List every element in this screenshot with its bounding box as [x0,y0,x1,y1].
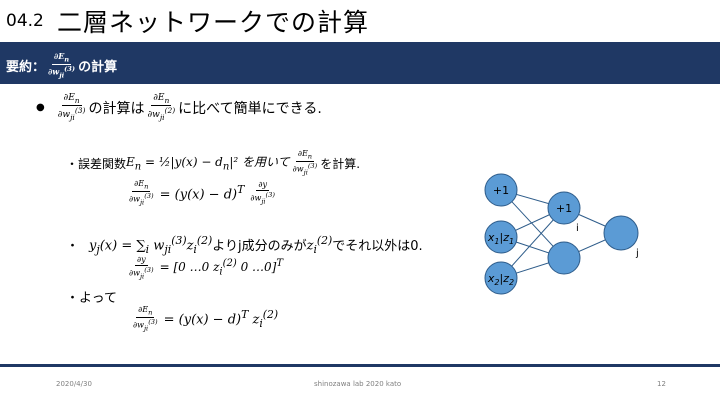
equation-1: ∂En ∂wji(3) = (y(x) − d)T ∂y ∂wji(3) [129,179,275,207]
section-number: 04.2 [6,11,44,31]
input-x1-label: x1|z1 [487,231,514,246]
eq1-rhs-fraction: ∂y ∂wji(3) [250,180,275,206]
summary-fraction: ∂En ∂wji(3) [48,51,76,80]
input-x2-node [484,261,518,295]
hidden-bias-node [547,191,581,225]
input-x2-label: x2|z2 [487,272,514,287]
main-bullet: ● ∂En ∂wji(3) の計算は ∂En ∂wji(2) に比べて簡単にでき… [36,94,322,122]
slide-title: 二層ネットワークでの計算 [57,8,370,37]
title-row: 04.2 二層ネットワークでの計算 [0,0,720,40]
equation-3: ∂En ∂wji(3) = (y(x) − d)T zi(2) [133,305,279,333]
error-function-formula: En = ½|y(x) − dn|² を用いて [126,155,290,173]
footer-page-number: 12 [657,380,666,388]
input-bias-node [484,173,518,207]
bullet-fraction-w3: ∂En ∂wji(3) [57,93,86,123]
output-line: ・ yj(x) = ∑i wji(3)zi(2) よりj成分のみが zi(2) … [66,234,423,256]
hidden-node [547,241,581,275]
output-index-label: j [635,248,639,259]
error-function-line: ・誤差関数 En = ½|y(x) − dn|² を用いて ∂En ∂wji(3… [66,149,361,177]
bullet-dot: ● [36,102,45,114]
eq2-lhs-fraction: ∂y ∂wji(3) [129,255,154,281]
input-bias-label: +1 [493,184,509,197]
output-node [603,215,639,251]
bullet-text-2: に比べて簡単にできる. [178,100,322,117]
footer-credit: shinozawa lab 2020 kato [314,380,402,388]
summary-label: 要約： [6,60,46,76]
therefore-line: ・よって [66,291,117,306]
eq1-lhs-fraction: ∂En ∂wji(3) [129,179,154,207]
footer-date: 2020/4/30 [56,380,92,388]
error-line-fraction: ∂En ∂wji(3) [292,149,318,177]
hidden-bias-label: +1 [556,202,572,215]
bullet-fraction-w2: ∂En ∂wji(2) [147,93,176,123]
summary-suffix: の計算 [78,60,118,76]
equation-2: ∂y ∂wji(3) = [0 …0 zi(2) 0 …0]T [129,255,284,281]
summary-text: 要約： ∂En ∂wji(3) の計算 [6,52,117,79]
bottom-rule [0,364,720,367]
summary-band: 要約： ∂En ∂wji(3) の計算 [0,42,720,84]
output-formula: yj(x) = ∑i wji(3)zi(2) [89,234,213,256]
eq3-lhs-fraction: ∂En ∂wji(3) [133,305,158,333]
bullet-text-1: の計算は [88,100,145,117]
input-x1-node [484,220,518,254]
hidden-index-label: i [576,223,579,234]
